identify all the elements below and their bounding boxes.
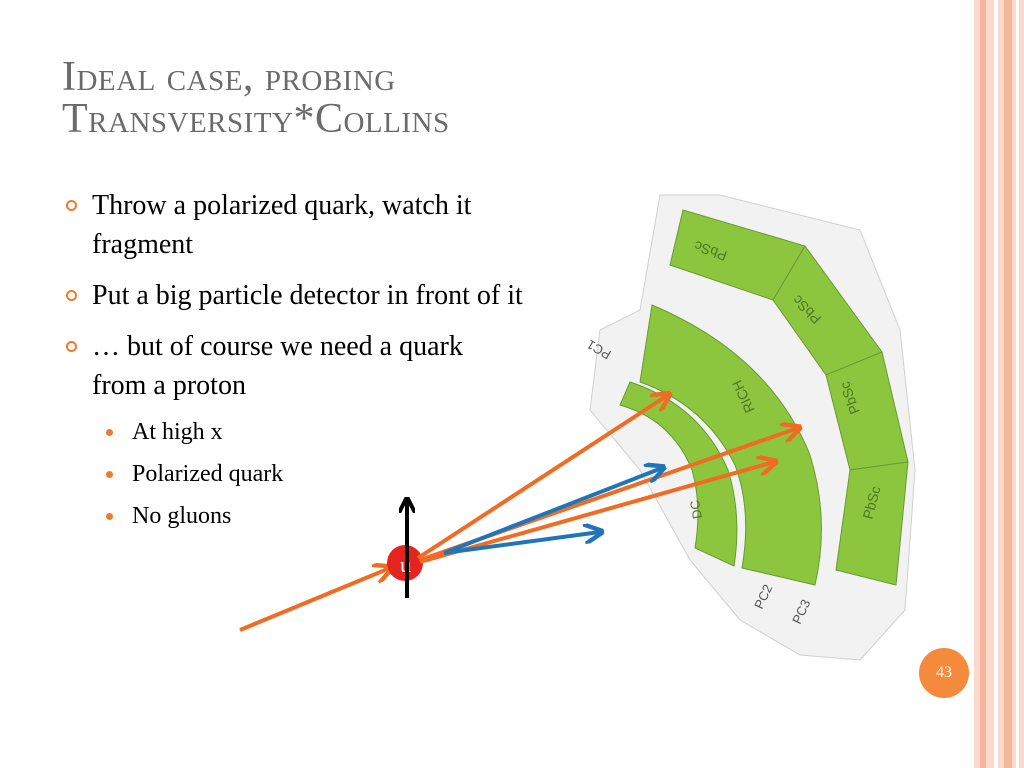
- sub-bullet-item: No gluons: [106, 501, 556, 531]
- sub-bullet-item: At high x: [106, 417, 556, 447]
- pbsc-block: [772, 245, 883, 376]
- pbsc-label: PbSc: [789, 292, 824, 327]
- sub-bullet-text: No gluons: [132, 503, 232, 529]
- pc3-label: PC3: [789, 597, 813, 626]
- bullet-text: Put a big particle detector in front of …: [92, 280, 523, 311]
- sub-bullet-item: Polarized quark: [106, 459, 556, 489]
- title-line-1: Ideal case, probing: [62, 54, 396, 100]
- bullet-item: Put a big particle detector in front of …: [66, 276, 556, 315]
- bullet-ring-icon: [66, 290, 77, 301]
- rich-label: RICH: [729, 378, 758, 416]
- pbsc-block: [669, 209, 806, 301]
- decorative-side-stripes: [974, 0, 1024, 768]
- pbsc-label: PbSc: [836, 380, 862, 417]
- quark-circle: [387, 545, 423, 581]
- pbsc-label: PbSc: [692, 238, 729, 264]
- bullet-dot-icon: [106, 513, 113, 520]
- bullet-text: … but of course we need a quark from a p…: [92, 331, 463, 401]
- bullet-dot-icon: [106, 429, 113, 436]
- bullet-item: … but of course we need a quark from a p…: [66, 327, 556, 405]
- dc-block: [619, 381, 738, 567]
- bullet-dot-icon: [106, 471, 113, 478]
- rich-block: [639, 304, 822, 586]
- sub-bullet-text: Polarized quark: [132, 461, 284, 487]
- bullet-item: Throw a polarized quark, watch it fragme…: [66, 186, 556, 264]
- sub-bullet-text: At high x: [132, 419, 223, 445]
- pbsc-block: [835, 461, 909, 586]
- slide-title: Ideal case, probing Transversity*Collins: [62, 56, 662, 140]
- dc-label: DC: [687, 499, 705, 520]
- pc1-label: PC1: [584, 337, 613, 363]
- quark-label: u: [400, 552, 411, 577]
- pc2-label: PC2: [751, 582, 775, 611]
- page-number-badge: 43: [919, 648, 969, 698]
- bullet-ring-icon: [66, 200, 77, 211]
- title-line-2: Transversity*Collins: [62, 96, 450, 142]
- pbsc-label: PbSc: [859, 484, 883, 520]
- bullet-text: Throw a polarized quark, watch it fragme…: [92, 190, 472, 260]
- bullet-list: Throw a polarized quark, watch it fragme…: [66, 186, 556, 543]
- bullet-ring-icon: [66, 341, 77, 352]
- pbsc-block: [825, 351, 909, 471]
- detector-background: [589, 194, 916, 661]
- incoming-quark-arrow: [239, 568, 390, 632]
